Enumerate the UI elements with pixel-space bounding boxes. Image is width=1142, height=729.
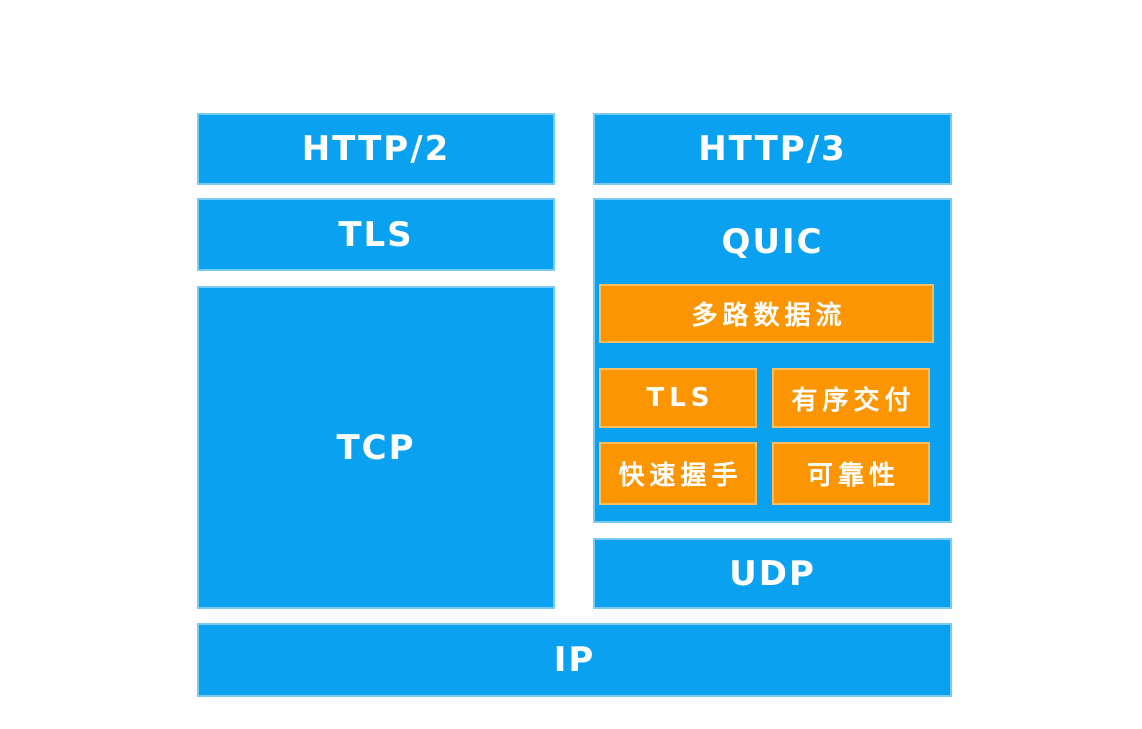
ordered-delivery-label: 有序交付 [791,385,916,416]
tcp-label: TCP [336,427,416,468]
quic-feature-ordered-delivery: 有序交付 [772,368,930,428]
quic-tls-label: TLS [646,383,715,413]
http2-box: HTTP/2 [197,113,555,185]
tls-box: TLS [197,198,555,271]
http2-label: HTTP/2 [301,129,451,169]
udp-label: UDP [729,553,816,594]
http3-label: HTTP/3 [698,129,847,169]
multiplexed-streams-label: 多路数据流 [691,301,847,331]
ip-label: IP [553,640,596,680]
tcp-box: TCP [197,286,555,609]
udp-box: UDP [593,538,952,609]
ip-box: IP [197,623,952,697]
quic-label-text: QUIC [721,222,824,262]
quic-feature-reliability: 可靠性 [772,442,930,505]
quic-feature-fast-handshake: 快速握手 [599,442,757,505]
quic-feature-tls: TLS [599,368,757,428]
fast-handshake-label: 快速握手 [618,461,743,491]
reliability-label: 可靠性 [806,461,900,491]
quic-box: QUIC 多路数据流 TLS 有序交付 快速握手 可靠性 [593,198,952,523]
http3-box: HTTP/3 [593,113,952,185]
tls-label: TLS [338,214,414,255]
quic-label: QUIC [595,200,950,284]
quic-feature-multiplexed-streams: 多路数据流 [599,284,934,343]
